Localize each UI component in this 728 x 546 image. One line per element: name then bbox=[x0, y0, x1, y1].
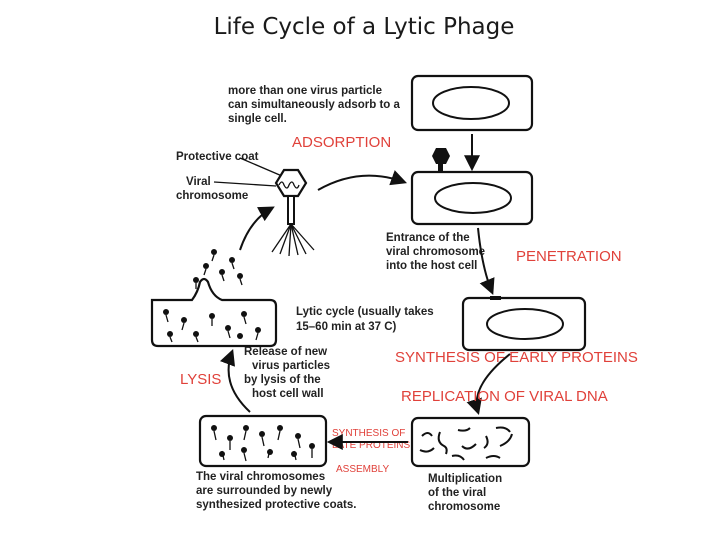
protective-coat-label: Protective coat bbox=[176, 151, 259, 163]
stage-assembly: ASSEMBLY bbox=[336, 464, 389, 475]
viral-chromosome-pointer bbox=[213, 181, 277, 187]
release-note: Release of new virus particles by lysis … bbox=[244, 346, 333, 400]
host-cell-5 bbox=[198, 414, 328, 468]
entrance-note: Entrance of the viral chromosome into th… bbox=[386, 232, 488, 272]
stage-early-proteins: SYNTHESIS OF EARLY PROTEINS bbox=[395, 349, 638, 366]
stage-penetration: PENETRATION bbox=[516, 248, 622, 265]
adsorb-note: more than one virus particle can simulta… bbox=[228, 85, 403, 125]
arrow-to-adsorption bbox=[317, 170, 408, 191]
host-cell-3 bbox=[461, 296, 587, 352]
surrounded-note: The viral chromosomes are surrounded by … bbox=[196, 471, 356, 511]
stage-replication: REPLICATION OF VIRAL DNA bbox=[401, 388, 608, 405]
multiplication-note: Multiplication of the viral chromosome bbox=[428, 473, 505, 513]
page-title: Life Cycle of a Lytic Phage bbox=[213, 14, 515, 40]
host-cell-1 bbox=[410, 74, 534, 132]
viral-chromosome-label: Viral chromosome bbox=[176, 176, 248, 202]
arrow-to-lysis bbox=[220, 349, 251, 413]
stage-adsorption: ADSORPTION bbox=[292, 134, 391, 151]
host-cell-2 bbox=[410, 148, 534, 226]
phage-icon bbox=[271, 168, 315, 257]
host-cell-6-bursting bbox=[150, 277, 278, 348]
released-phages bbox=[193, 249, 243, 289]
stage-late-proteins: SYNTHESIS OF LATE PROTEINS bbox=[332, 428, 410, 451]
host-cell-4 bbox=[410, 416, 531, 468]
arrow-to-new-phage bbox=[239, 206, 275, 251]
arrow-to-replication bbox=[466, 353, 511, 416]
protective-coat-pointer bbox=[239, 157, 283, 177]
stage-lysis: LYSIS bbox=[180, 371, 221, 388]
arrow-to-penetration bbox=[477, 227, 495, 295]
lytic-cycle-note: Lytic cycle (usually takes 15–60 min at … bbox=[296, 306, 437, 333]
